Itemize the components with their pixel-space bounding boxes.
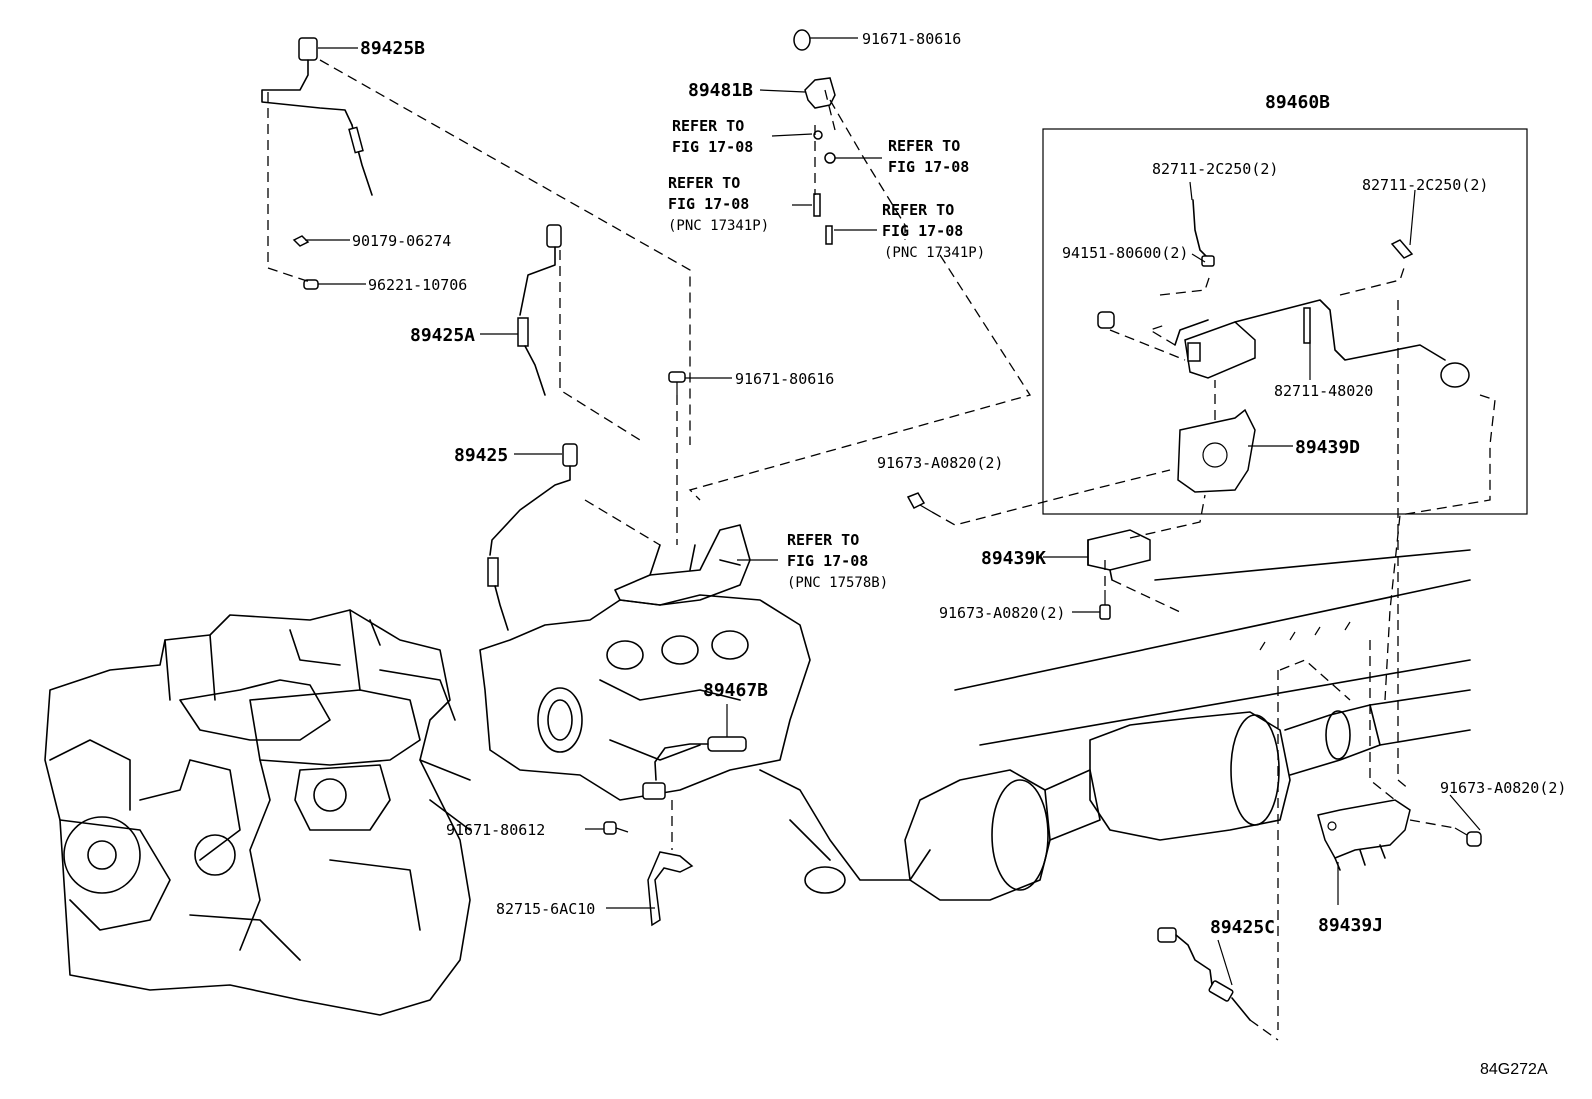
label-82711-2C250-b: 82711-2C250(2) — [1362, 176, 1488, 194]
frame-rails — [954, 549, 1471, 746]
part-labels: 89425B 91671-80616 89481B REFER TO FIG 1… — [352, 30, 1566, 1078]
label-91671-80616-top: 91671-80616 — [862, 30, 961, 48]
label-89425B: 89425B — [360, 38, 425, 59]
sensor-89467B — [642, 704, 747, 800]
label-91673-A0820-a: 91673-A0820(2) — [877, 454, 1003, 472]
bolt-91673-A0820-b — [1099, 590, 1111, 620]
pressure-sensor-89481B — [793, 29, 836, 245]
label-89439D: 89439D — [1295, 437, 1360, 458]
nut-94151-80600 — [1097, 311, 1115, 329]
engine-block — [44, 609, 471, 1016]
label-90179-06274: 90179-06274 — [352, 232, 451, 250]
label-91673-A0820-b: 91673-A0820(2) — [939, 604, 1065, 622]
label-91671-80616-mid: 91671-80616 — [735, 370, 834, 388]
heat-insulator-bracket — [614, 524, 751, 606]
label-82711-48020: 82711-48020 — [1274, 382, 1373, 400]
label-refer-a-line1: REFER TO — [672, 117, 744, 135]
label-refer-d-line1: REFER TO — [882, 201, 954, 219]
label-89425: 89425 — [454, 445, 508, 466]
clip-82711-2C250-a — [1192, 199, 1215, 267]
label-96221-10706: 96221-10706 — [368, 276, 467, 294]
sensor-89425B — [261, 37, 373, 196]
label-94151-80600: 94151-80600(2) — [1062, 244, 1188, 262]
label-refer-a-line2: FIG 17-08 — [672, 138, 753, 156]
figure-code: 84G272A — [1480, 1061, 1548, 1078]
label-refer-e-line3: (PNC 17578B) — [787, 575, 888, 591]
exhaust-pipe-converters — [904, 689, 1471, 901]
bolt-91673-A0820-a — [906, 492, 933, 513]
label-91671-80612: 91671-80612 — [446, 821, 545, 839]
label-refer-c-line3: (PNC 17341P) — [668, 218, 769, 234]
label-refer-e-line2: FIG 17-08 — [787, 552, 868, 570]
label-89425C: 89425C — [1210, 917, 1275, 938]
label-91673-A0820-c: 91673-A0820(2) — [1440, 779, 1566, 797]
bracket-89439D — [1177, 408, 1256, 493]
label-refer-b-line2: FIG 17-08 — [888, 158, 969, 176]
label-82715-6AC10: 82715-6AC10 — [496, 900, 595, 918]
label-refer-e-line1: REFER TO — [787, 531, 859, 549]
bolt-91671-80616-mid — [668, 371, 686, 395]
assembly-dashed-lines — [267, 59, 1496, 1041]
ecu-module — [1174, 299, 1470, 388]
label-refer-c-line2: FIG 17-08 — [668, 195, 749, 213]
label-89425A: 89425A — [410, 325, 475, 346]
label-89467B: 89467B — [703, 680, 768, 701]
label-89439J: 89439J — [1318, 915, 1383, 936]
label-82711-2C250-a: 82711-2C250(2) — [1152, 160, 1278, 178]
leader-lines — [305, 37, 1481, 986]
exhaust-manifold — [479, 594, 931, 894]
nut-90179-06274 — [292, 235, 310, 247]
label-89481B: 89481B — [688, 80, 753, 101]
bolt-91673-A0820-c — [1454, 827, 1482, 847]
bolt-91671-80612 — [603, 821, 629, 835]
sensor-89425 — [487, 443, 578, 631]
bracket-89439J — [1317, 799, 1411, 871]
sensor-89425C — [1157, 927, 1251, 1021]
label-refer-d-line3: (PNC 17341P) — [884, 245, 985, 261]
bracket-82715-6AC10 — [647, 851, 694, 927]
label-89439K: 89439K — [981, 548, 1046, 569]
clip-82711-2C250-b — [1390, 239, 1414, 259]
label-refer-d-line2: FIG 17-08 — [882, 222, 963, 240]
bracket-89439K — [1087, 529, 1151, 581]
label-89460B: 89460B — [1265, 92, 1330, 113]
label-refer-b-line1: REFER TO — [888, 137, 960, 155]
label-refer-c-line1: REFER TO — [668, 174, 740, 192]
assembly-box-89460B — [1042, 128, 1528, 515]
sensor-89425A — [517, 224, 562, 396]
